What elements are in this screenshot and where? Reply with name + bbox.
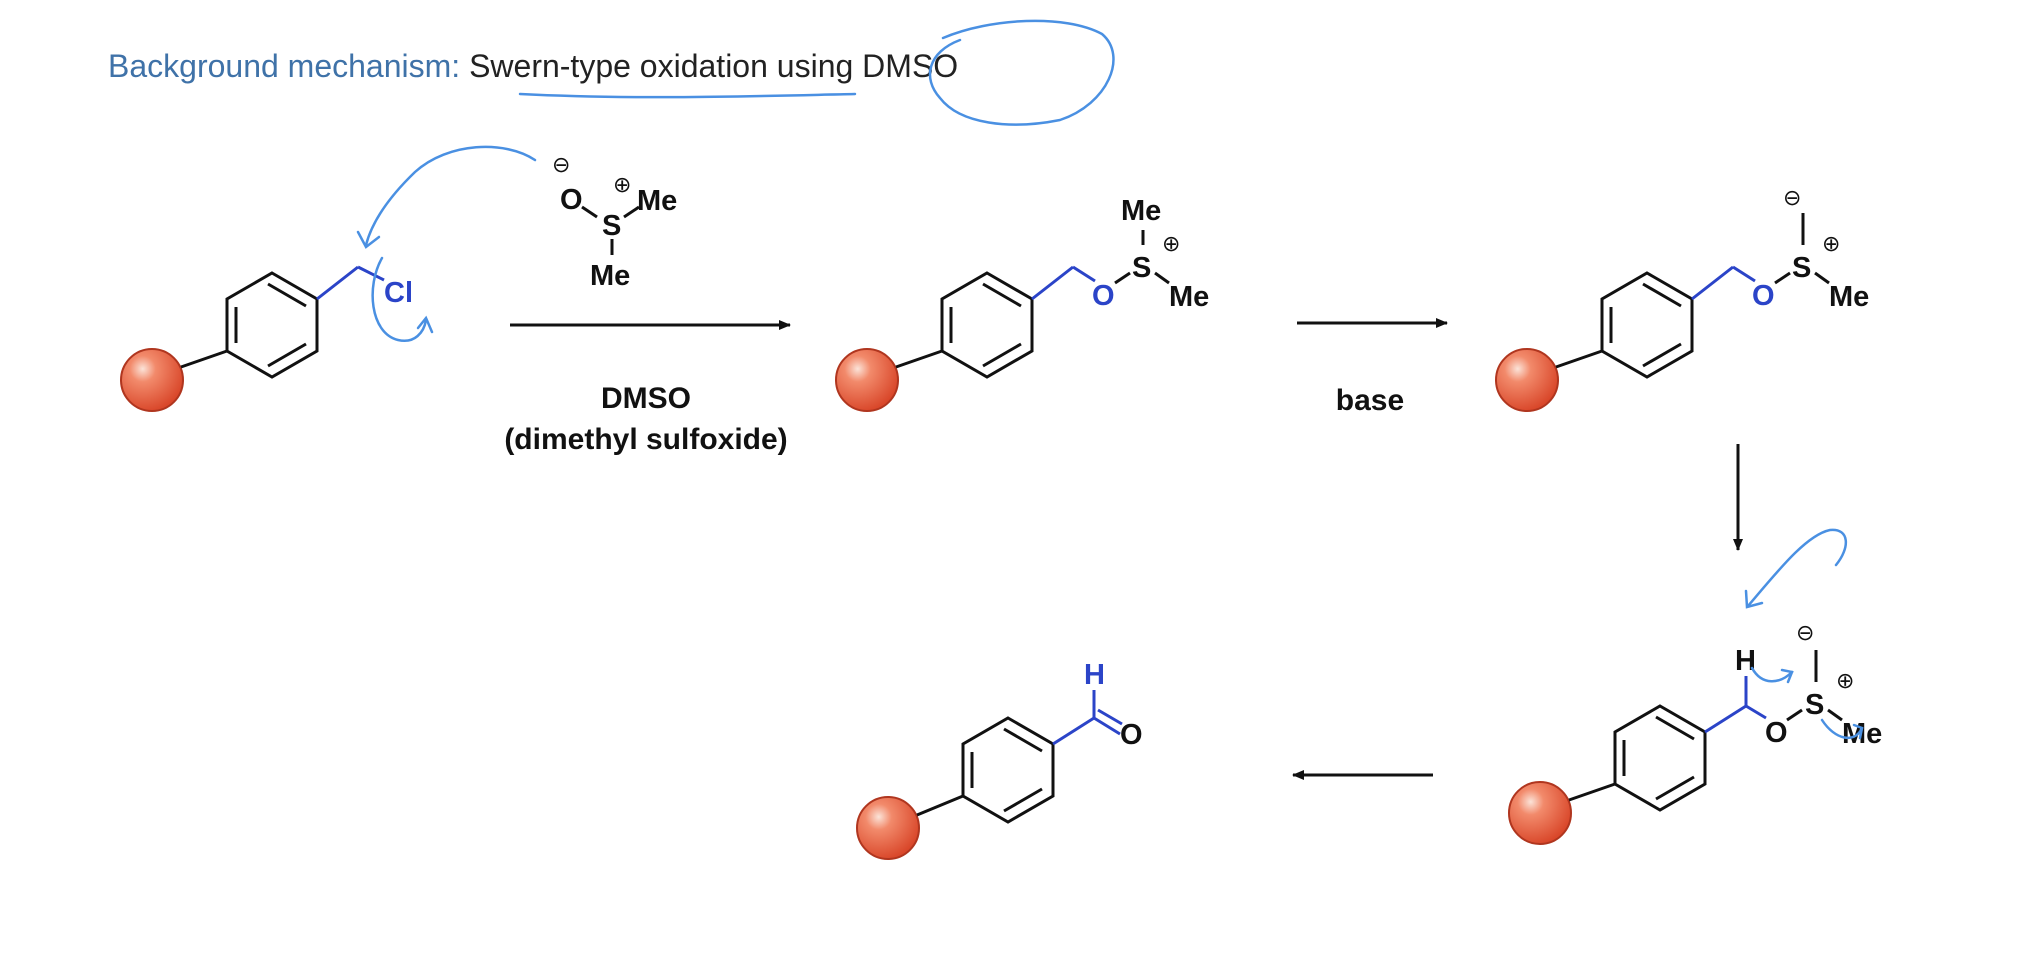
atom-o: O <box>1752 280 1775 312</box>
curved-arrow-os-bond <box>1820 718 1864 740</box>
bond <box>1555 349 1603 369</box>
bond <box>1568 782 1616 802</box>
bond <box>916 794 964 817</box>
arrowhead <box>1780 668 1794 684</box>
carbon-charge-minus: ⊖ <box>1796 620 1814 645</box>
aromatic-double-bond <box>267 282 307 308</box>
bond-o-s <box>1786 708 1803 722</box>
header-lead: Background mechanism: <box>108 48 461 84</box>
carbon-charge-minus: ⊖ <box>1783 185 1801 210</box>
bond <box>895 349 943 369</box>
bond-o-s <box>581 205 598 219</box>
underline-stroke <box>518 92 857 99</box>
atom-me: Me <box>637 185 677 217</box>
sulfur-charge-plus: ⊕ <box>1162 231 1180 256</box>
bond-ring-ch <box>1704 704 1747 734</box>
atom-o: O <box>1092 280 1115 312</box>
arrowhead <box>356 230 381 249</box>
bond-c-o-double <box>1093 716 1121 736</box>
atom-h: H <box>1084 659 1105 691</box>
molecule-benzaldehyde-product: H O <box>856 659 1143 860</box>
bond-ring-ch2 <box>316 265 359 301</box>
molecule-ylide-elimination: H O S ⊖ ⊕ Me <box>1508 620 1882 845</box>
header-topic: Swern-type oxidation using DMSO <box>469 48 959 84</box>
bond-ring-ch2 <box>1691 265 1734 301</box>
bond-ch2-cl <box>357 265 385 282</box>
atom-o: O <box>560 184 583 216</box>
circle-around-dmso <box>928 19 1115 126</box>
aromatic-double-bond <box>982 342 1022 368</box>
benzene-ring <box>225 271 319 379</box>
atom-me: Me <box>1842 718 1882 750</box>
molecule-benzyl-chloride: Cl <box>120 265 413 412</box>
resin-bead <box>1495 348 1559 412</box>
atom-me: Me <box>1169 281 1209 313</box>
aromatic-double-bond <box>267 342 307 368</box>
atom-me: Me <box>1121 195 1161 227</box>
atom-s: S <box>602 210 621 242</box>
bond-ch2-o <box>1072 265 1096 283</box>
aromatic-double-bond <box>1642 342 1682 368</box>
benzene-ring <box>961 716 1055 824</box>
atom-h: H <box>1735 645 1756 677</box>
sulfur-charge-plus: ⊕ <box>613 172 631 197</box>
benzene-ring <box>940 271 1034 379</box>
resin-bead <box>1508 781 1572 845</box>
bond-ring-cho <box>1052 716 1095 746</box>
arrowhead <box>1744 589 1764 609</box>
bond-ch2-o <box>1732 265 1756 283</box>
resin-bead <box>835 348 899 412</box>
aromatic-double-bond <box>1655 715 1695 741</box>
bond-s-me <box>1827 708 1843 722</box>
benzene-ring <box>1613 704 1707 812</box>
mechanism-header: Background mechanism: Swern-type oxidati… <box>108 48 958 85</box>
bond-ch-o <box>1745 704 1767 720</box>
curved-arrow-ch-bond <box>1750 666 1794 683</box>
bond <box>180 349 228 369</box>
molecule-sulfonium-ylide: O S ⊖ ⊕ Me <box>1495 185 1869 412</box>
bond-ring-ch2 <box>1031 265 1074 301</box>
aromatic-double-bond <box>982 282 1022 308</box>
reagent-label: DMSO <box>601 382 691 415</box>
bond-s-me <box>1814 271 1830 285</box>
arrowhead <box>1852 723 1864 740</box>
atom-s: S <box>1805 689 1824 721</box>
resin-bead <box>856 796 920 860</box>
atom-o: O <box>1765 717 1788 749</box>
bond-s-me <box>1154 271 1170 285</box>
atom-me: Me <box>590 260 630 292</box>
sulfur-charge-plus: ⊕ <box>1822 231 1840 256</box>
aromatic-double-bond <box>1655 775 1695 801</box>
reagent-name-label: (dimethyl sulfoxide) <box>504 423 787 456</box>
molecule-alkoxysulfonium: O S Me ⊕ Me <box>835 195 1209 412</box>
bond-c-o-double <box>1097 708 1123 726</box>
atom-me: Me <box>1829 281 1869 313</box>
benzene-ring <box>1600 271 1694 379</box>
arrowhead <box>416 315 434 334</box>
resin-bead <box>120 348 184 412</box>
curved-arrow-c-cl <box>371 256 428 343</box>
oxygen-charge-minus: ⊖ <box>552 152 570 177</box>
handwritten-annotations <box>356 19 1864 740</box>
bond-s-me <box>623 205 640 219</box>
curved-arrow-o-to-c <box>364 145 537 247</box>
base-label: base <box>1336 384 1404 417</box>
aromatic-double-bond <box>1642 282 1682 308</box>
bond-o-s <box>1114 271 1131 285</box>
atom-o: O <box>1120 719 1143 751</box>
sulfur-charge-plus: ⊕ <box>1836 668 1854 693</box>
atom-s: S <box>1132 252 1151 284</box>
curved-arrow-ch-to-h <box>1746 528 1847 608</box>
bond-o-s <box>1774 271 1791 285</box>
dmso-structure: ⊖ O ⊕ S Me Me <box>552 152 677 292</box>
atom-cl: Cl <box>384 277 413 309</box>
aromatic-double-bond <box>1003 727 1043 753</box>
atom-s: S <box>1792 252 1811 284</box>
aromatic-double-bond <box>1003 787 1043 813</box>
